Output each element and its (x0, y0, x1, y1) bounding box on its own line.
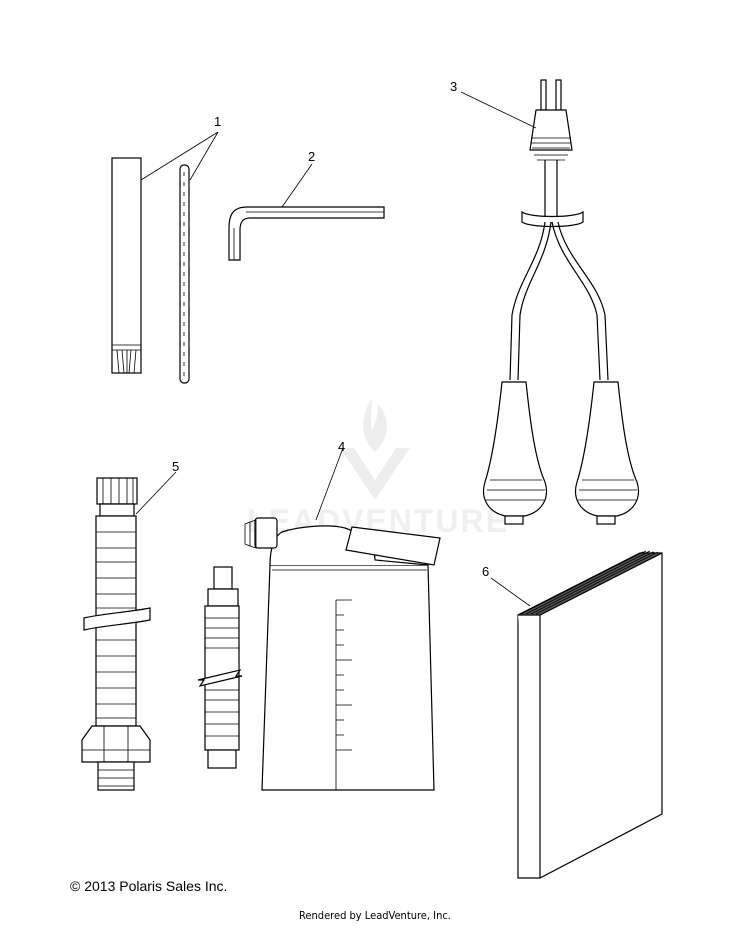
fitting-small (197, 566, 243, 769)
watermark-v-icon (340, 448, 410, 500)
oil-can-cap (254, 517, 278, 549)
item-5-hose-fitting (81, 471, 177, 791)
oil-can-scale (335, 599, 352, 790)
watermark-flame-icon (363, 398, 387, 452)
callout-label-6: 6 (482, 564, 490, 579)
callout-label-1: 1 (214, 114, 222, 129)
oil-can-body (261, 564, 435, 791)
leader-line-1 (140, 131, 219, 181)
item-6-manual (490, 550, 663, 879)
cord-boot-left (483, 381, 547, 517)
leader-line-5 (135, 471, 177, 515)
cord-boot-right (575, 381, 639, 517)
callout-label-4: 4 (338, 439, 346, 454)
item-4-oil-can (244, 447, 441, 791)
watermark: LEADVENTURE (247, 398, 507, 539)
leader-line-4 (315, 447, 344, 521)
tool-tube (111, 157, 142, 374)
leader-line-2 (281, 163, 313, 208)
callout-label-3: 3 (450, 79, 458, 94)
item-2-hex-key (228, 163, 385, 261)
tool-rod (179, 164, 190, 384)
item-1-spark-plug-tool (111, 131, 219, 384)
hose-thread (97, 761, 135, 791)
cord-plug (529, 109, 573, 151)
cord-wire-left (509, 221, 552, 381)
copyright-text: © 2013 Polaris Sales Inc. (70, 878, 228, 894)
hex-key (228, 206, 385, 261)
oil-can-spout (345, 526, 441, 566)
callout-label-2: 2 (308, 149, 316, 164)
leader-line-6 (490, 577, 531, 607)
cord-wire-right (551, 221, 609, 381)
item-3-power-cord (460, 79, 639, 525)
rendered-by-text: Rendered by LeadVenture, Inc. (299, 909, 451, 922)
hose-hex-nut (81, 725, 151, 763)
callout-label-5: 5 (172, 459, 180, 474)
leader-line-3 (460, 91, 537, 129)
